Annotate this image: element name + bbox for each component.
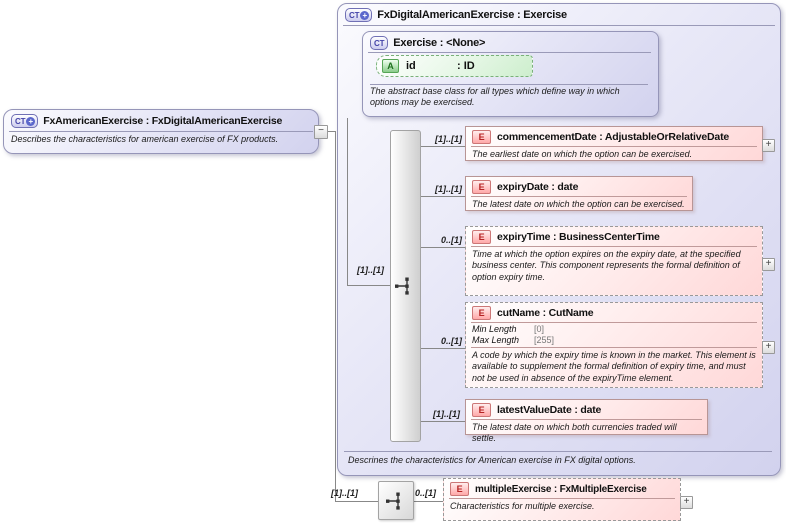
element-description: The latest date on which the option can … bbox=[472, 199, 685, 209]
type-title: FxDigitalAmericanExercise : Exercise bbox=[377, 9, 567, 21]
node-expiryTime[interactable]: E expiryTime : BusinessCenterTime Time a… bbox=[465, 226, 763, 296]
facet-list: Min Length [0] Max Length [255] bbox=[466, 323, 762, 347]
cardinality-label: 0..[1] bbox=[440, 336, 462, 346]
cardinality-label: [1]..[1] bbox=[435, 184, 462, 194]
derived-plus-icon: + bbox=[360, 10, 370, 20]
attribute-icon: A bbox=[382, 59, 399, 73]
element-icon: E bbox=[472, 306, 491, 320]
sequence-icon bbox=[386, 492, 400, 510]
element-title: expiryDate : date bbox=[497, 181, 579, 193]
node-cutName[interactable]: E cutName : CutName Min Length [0] Max L… bbox=[465, 302, 763, 388]
element-icon: E bbox=[472, 180, 491, 194]
collapse-button[interactable]: − bbox=[314, 125, 328, 139]
element-separator bbox=[449, 498, 675, 499]
element-description: The latest date on which both currencies… bbox=[472, 422, 677, 444]
cardinality-label: [1]..[1] bbox=[331, 488, 358, 498]
cardinality-label: [1]..[1] bbox=[433, 409, 460, 419]
complex-type-icon: CT+ bbox=[345, 8, 373, 22]
node-multipleExercise[interactable]: E multipleExercise : FxMultipleExercise … bbox=[443, 478, 681, 521]
facet-value: [0] bbox=[534, 324, 545, 334]
node-expiryDate[interactable]: E expiryDate : date The latest date on w… bbox=[465, 176, 693, 211]
element-icon: E bbox=[450, 482, 469, 496]
element-icon: E bbox=[472, 130, 491, 144]
element-description: Characteristics for multiple exercise. bbox=[450, 501, 595, 511]
element-title: latestValueDate : date bbox=[497, 404, 602, 416]
element-description: Time at which the option expires on the … bbox=[472, 249, 741, 282]
element-separator bbox=[471, 246, 757, 247]
left-description: Describes the characteristics for americ… bbox=[11, 134, 279, 144]
attribute-type: : ID bbox=[457, 60, 475, 72]
derived-plus-icon: + bbox=[26, 116, 36, 126]
node-FxAmericanExercise[interactable]: CT+ FxAmericanExercise : FxDigitalAmeric… bbox=[3, 109, 319, 154]
element-description: The earliest date on which the option ca… bbox=[472, 149, 693, 159]
element-separator bbox=[471, 322, 757, 323]
attribute-name: id bbox=[406, 60, 416, 72]
cardinality-label: [1]..[1] bbox=[435, 134, 462, 144]
node-latestValueDate[interactable]: E latestValueDate : date The latest date… bbox=[465, 399, 708, 443]
facet-row: Max Length [255] bbox=[472, 335, 756, 346]
element-separator bbox=[471, 196, 687, 197]
facet-name: Min Length bbox=[472, 324, 517, 334]
element-separator bbox=[471, 347, 757, 348]
base-title: Exercise : <None> bbox=[393, 37, 486, 49]
node-commencementDate[interactable]: E commencementDate : AdjustableOrRelativ… bbox=[465, 126, 763, 161]
base-doc-separator bbox=[370, 84, 648, 85]
element-icon: E bbox=[472, 230, 491, 244]
expand-multipleExercise-button[interactable]: + bbox=[680, 496, 693, 509]
complex-type-icon: CT+ bbox=[11, 114, 39, 128]
facet-name: Max Length bbox=[472, 335, 520, 345]
node-attribute-id[interactable]: A id : ID bbox=[376, 55, 533, 77]
expand-cutName-button[interactable]: + bbox=[762, 341, 775, 354]
base-description: The abstract base class for all types wh… bbox=[370, 86, 620, 108]
sequence-compositor-extension[interactable] bbox=[378, 481, 414, 520]
element-title: cutName : CutName bbox=[497, 307, 594, 319]
facet-row: Min Length [0] bbox=[472, 324, 756, 335]
cardinality-label: [1]..[1] bbox=[357, 265, 384, 275]
element-icon: E bbox=[472, 403, 491, 417]
element-title: multipleExercise : FxMultipleExercise bbox=[475, 483, 647, 495]
expand-expiryTime-button[interactable]: + bbox=[762, 258, 775, 271]
element-description: A code by which the expiry time is known… bbox=[472, 350, 756, 383]
complex-type-icon: CT bbox=[370, 36, 389, 50]
element-title: expiryTime : BusinessCenterTime bbox=[497, 231, 660, 243]
sequence-icon bbox=[395, 277, 409, 295]
cardinality-label: 0..[1] bbox=[440, 235, 462, 245]
type-annotation: Descrines the characteristics for Americ… bbox=[348, 455, 636, 465]
element-separator bbox=[471, 419, 702, 420]
base-header-line bbox=[368, 52, 651, 53]
element-separator bbox=[471, 146, 757, 147]
facet-value: [255] bbox=[534, 335, 555, 345]
expand-commencementDate-button[interactable]: + bbox=[762, 139, 775, 152]
element-title: commencementDate : AdjustableOrRelativeD… bbox=[497, 131, 730, 143]
cardinality-label: 0..[1] bbox=[414, 488, 436, 498]
annotation-separator bbox=[344, 451, 772, 452]
left-title: FxAmericanExercise : FxDigitalAmericanEx… bbox=[43, 115, 283, 127]
